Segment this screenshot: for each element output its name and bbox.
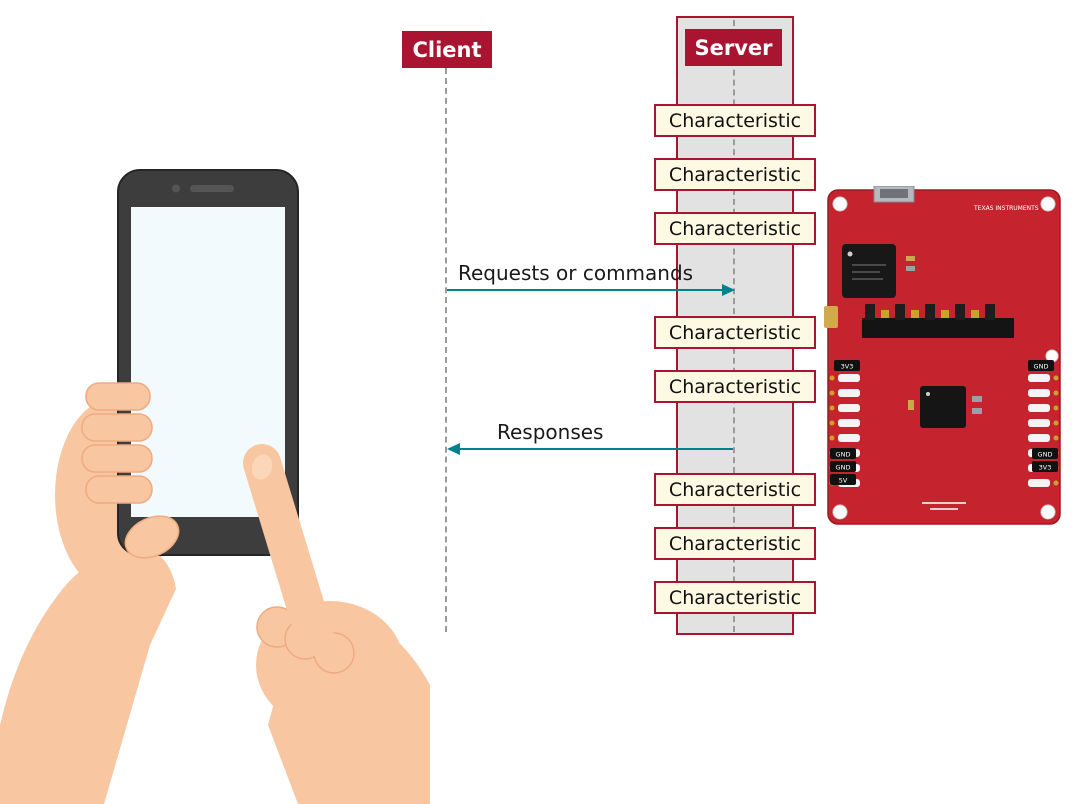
index-finger: [243, 444, 334, 656]
characteristic-box: Characteristic: [654, 370, 816, 403]
power-label-pills: 3V3 GND GND GND 5V GND 3V3: [830, 360, 1058, 485]
phone-speaker: [190, 185, 234, 192]
response-label: Responses: [497, 420, 604, 444]
right-hand: [243, 444, 430, 804]
mounting-holes: [832, 196, 1059, 520]
silkscreen-text: [922, 502, 966, 504]
characteristic-box: Characteristic: [654, 473, 816, 506]
left-arm: [0, 548, 176, 804]
characteristic-box: Characteristic: [654, 581, 816, 614]
jumper-header: [862, 304, 1014, 338]
fingernail: [251, 454, 273, 480]
response-arrowhead-icon: [447, 443, 460, 455]
left-fingers: [81, 382, 180, 559]
characteristic-box: Characteristic: [654, 316, 816, 349]
mcu-chip: [842, 244, 896, 298]
request-arrow-shaft: [447, 289, 723, 291]
usb-connector: [873, 186, 915, 203]
svg-text:3V3: 3V3: [1039, 464, 1052, 472]
characteristic-box: Characteristic: [654, 104, 816, 137]
client-label: Client: [402, 31, 492, 68]
passive-component: [906, 256, 915, 261]
pcb: [827, 189, 1061, 525]
svg-text:GND: GND: [1038, 451, 1053, 459]
request-arrowhead-icon: [722, 284, 735, 296]
request-label: Requests or commands: [458, 261, 694, 285]
phone-camera: [172, 184, 180, 193]
antenna: [824, 306, 838, 328]
launchpad-board-photo: TEXAS INSTRUMENTS: [824, 186, 1061, 525]
svg-text:GND: GND: [1034, 363, 1049, 371]
ti-logo: TEXAS INSTRUMENTS: [973, 205, 1039, 212]
svg-text:GND: GND: [836, 464, 851, 472]
response-arrow-shaft: [459, 448, 733, 450]
passive-component: [906, 266, 915, 271]
client-lifeline: [445, 68, 447, 632]
characteristic-box: Characteristic: [654, 527, 816, 560]
secondary-ic: [908, 386, 982, 428]
svg-text:GND: GND: [836, 451, 851, 459]
characteristic-box: Characteristic: [654, 212, 816, 245]
phone-in-hands-illustration: [0, 169, 430, 804]
silkscreen-text: [930, 508, 958, 510]
server-label: Server: [685, 29, 782, 66]
characteristic-box: Characteristic: [654, 158, 816, 191]
svg-text:3V3: 3V3: [841, 363, 854, 371]
svg-text:5V: 5V: [839, 477, 848, 485]
